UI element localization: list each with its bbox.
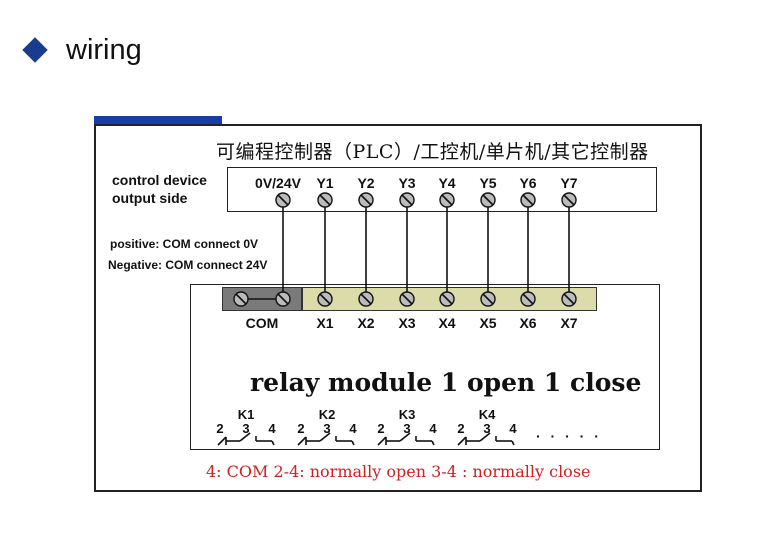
screw-icon [399,291,415,307]
plc-title: 可编程控制器（PLC）/工控机/单片机/其它控制器 [216,141,649,163]
contact-k1-pin: 3 [242,421,250,436]
contact-k1-pin: 2 [216,421,224,436]
contact-k1-symbol [217,432,275,446]
control-device-label-line1: control device [112,172,207,188]
section-heading: wiring [22,30,142,70]
contact-k3-pin: 3 [403,421,411,436]
relay-screws [233,291,577,307]
heading-text: wiring [66,33,142,66]
control-device-label-line2: output side [112,190,188,206]
plc-terminal-label: Y7 [560,175,578,191]
screw-icon [358,192,374,208]
plc-terminal-label: 0V/24V [255,175,301,191]
contact-k1-label: K1 [237,407,255,422]
frame-accent-bar [94,116,222,125]
screw-icon [480,192,496,208]
relay-terminal-label: X7 [560,315,578,331]
plc-terminal-label: Y4 [438,175,456,191]
screw-icon [561,291,577,307]
contact-k4-symbol [457,432,515,446]
contact-k3-pin: 2 [377,421,385,436]
screw-icon [399,192,415,208]
note-negative: Negative: COM connect 24V [108,258,268,272]
screw-icon [520,291,536,307]
contact-k3-symbol [377,432,435,446]
relay-terminal-label: X1 [316,315,334,331]
contact-k4-pin: 3 [483,421,491,436]
relay-terminal-label: COM [245,315,279,331]
control-device-label: control device output side [112,171,207,207]
plc-terminal-label: Y2 [357,175,375,191]
contact-k3-pin: 4 [429,421,437,436]
screw-icon [480,291,496,307]
contact-k4-label: K4 [478,407,496,422]
note-positive: positive: COM connect 0V [110,237,259,251]
contact-k2-label: K2 [318,407,336,422]
contact-k4-pin: 2 [457,421,465,436]
more-contacts-ellipsis: · · · · · [536,428,602,444]
plc-screws [275,192,577,208]
relay-terminal-label: X3 [398,315,416,331]
relay-terminal-label: X5 [479,315,497,331]
plc-terminal-label: Y6 [519,175,537,191]
contact-k2-pin: 2 [297,421,305,436]
relay-terminal-label: X6 [519,315,537,331]
screw-icon [520,192,536,208]
plc-terminal-label: Y1 [316,175,334,191]
contact-k2-symbol [297,432,355,446]
contact-k2-pin: 3 [323,421,331,436]
screw-icon [439,291,455,307]
contact-legend: 4: COM 2-4: normally open 3-4 : normally… [206,462,591,481]
screw-icon [561,192,577,208]
contact-k1-pin: 4 [268,421,276,436]
screw-icon [439,192,455,208]
relay-terminal-label: X4 [438,315,456,331]
relay-module-title: relay module 1 open 1 close [250,368,642,397]
screw-icon [275,291,291,307]
screw-icon [317,192,333,208]
plc-terminal-label: Y3 [398,175,416,191]
relay-contact-symbols [217,432,515,446]
diagram-frame [94,124,702,492]
screw-icon [275,192,291,208]
screw-icon [233,291,249,307]
plc-terminal-label: Y5 [479,175,497,191]
contact-k4-pin: 4 [509,421,517,436]
contact-k2-pin: 4 [349,421,357,436]
screw-icon [358,291,374,307]
relay-terminal-label: X2 [357,315,375,331]
screw-icon [317,291,333,307]
contact-k3-label: K3 [398,407,416,422]
relay-module-box [190,284,660,450]
